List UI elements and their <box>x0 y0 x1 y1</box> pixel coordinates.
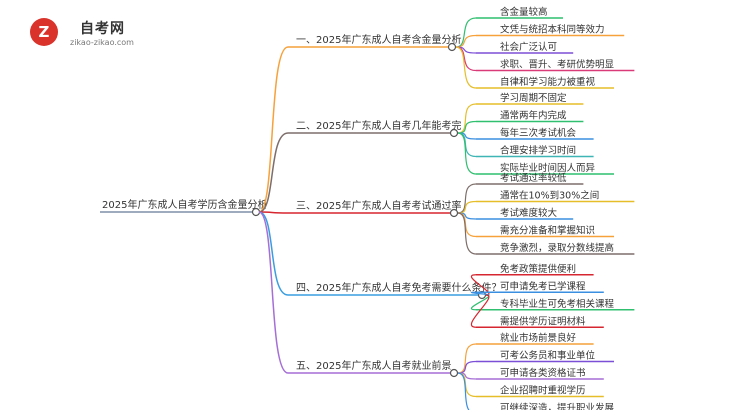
branch-label: 四、2025年广东成人自考免考需要什么条件？ <box>296 281 501 294</box>
leaf-label: 含金量较高 <box>500 6 548 18</box>
branch-node <box>447 42 457 52</box>
branch-label: 三、2025年广东成人自考考试通过率 <box>296 199 461 212</box>
leaf-connector <box>470 294 490 328</box>
leaf-connector <box>457 212 477 255</box>
leaf-label: 通常在10%到30%之间 <box>500 190 599 202</box>
root-label: 2025年广东成人自考学历含金量分析 <box>102 198 267 211</box>
leaf-label: 可申请免考已学课程 <box>500 280 586 292</box>
leaf-connector <box>457 372 470 410</box>
leaf-label: 需充分准备和掌握知识 <box>500 225 595 237</box>
branch-label: 一、2025年广东成人自考含金量分析 <box>296 33 461 46</box>
leaf-label: 专科毕业生可免考相关课程 <box>500 298 615 310</box>
leaf-label: 需提供学历证明材料 <box>500 315 586 327</box>
leaf-label: 考试难度较大 <box>500 207 558 219</box>
leaf-connector <box>457 212 477 238</box>
branch-connector <box>258 46 289 213</box>
leaf-label: 合理安排学习时间 <box>500 145 576 157</box>
leaf-label: 考试通过率较低 <box>500 172 567 184</box>
root-node <box>251 207 261 217</box>
branch-node <box>449 128 459 138</box>
leaf-label: 求职、晋升、考研优势明显 <box>500 59 615 71</box>
leaf-connector <box>457 132 477 175</box>
logo-url: zikao-zikao.com <box>70 38 134 47</box>
leaf-label: 每年三次考试机会 <box>500 127 577 139</box>
logo-badge-icon: Z <box>30 18 58 46</box>
leaf-connector <box>457 372 477 398</box>
leaf-label: 企业招聘时重视学历 <box>500 385 586 397</box>
leaf-connector <box>455 17 477 48</box>
site-logo[interactable]: Z 自考网 zikao-zikao.com <box>30 16 170 52</box>
branch-connector <box>258 132 289 213</box>
logo-name: 自考网 <box>80 21 125 37</box>
leaf-label: 社会广泛认可 <box>500 41 557 53</box>
leaf-label: 文凭与统招本科同等效力 <box>500 24 605 36</box>
branch-label: 二、2025年广东成人自考几年能考完 <box>296 119 461 132</box>
leaf-label: 免考政策提供便利 <box>500 263 576 275</box>
leaf-label: 就业市场前景良好 <box>500 332 577 344</box>
leaf-label: 学习周期不固定 <box>500 92 567 104</box>
leaf-connector <box>457 360 477 374</box>
leaf-label: 可考公务员和事业单位 <box>500 350 596 362</box>
leaf-connector <box>457 132 477 158</box>
leaf-connector <box>457 343 477 374</box>
leaf-label: 实际毕业时间因人而异 <box>500 162 596 174</box>
leaf-connector <box>455 46 477 89</box>
leaf-label: 自律和学习能力被重视 <box>500 76 596 88</box>
leaf-connector <box>455 46 477 72</box>
leaf-label: 可申请各类资格证书 <box>500 367 586 379</box>
leaf-label: 竞争激烈，录取分数线提高 <box>500 242 614 254</box>
branch-connector <box>258 211 289 374</box>
leaf-label: 可继续深造，提升职业发展 <box>500 402 615 410</box>
branch-connector <box>258 211 289 296</box>
branch-node <box>449 368 459 378</box>
branch-label: 五、2025年广东成人自考就业前景 <box>296 359 451 372</box>
branch-node <box>449 208 459 218</box>
leaf-label: 通常两年内完成 <box>500 110 567 122</box>
branch-connector <box>258 211 289 214</box>
